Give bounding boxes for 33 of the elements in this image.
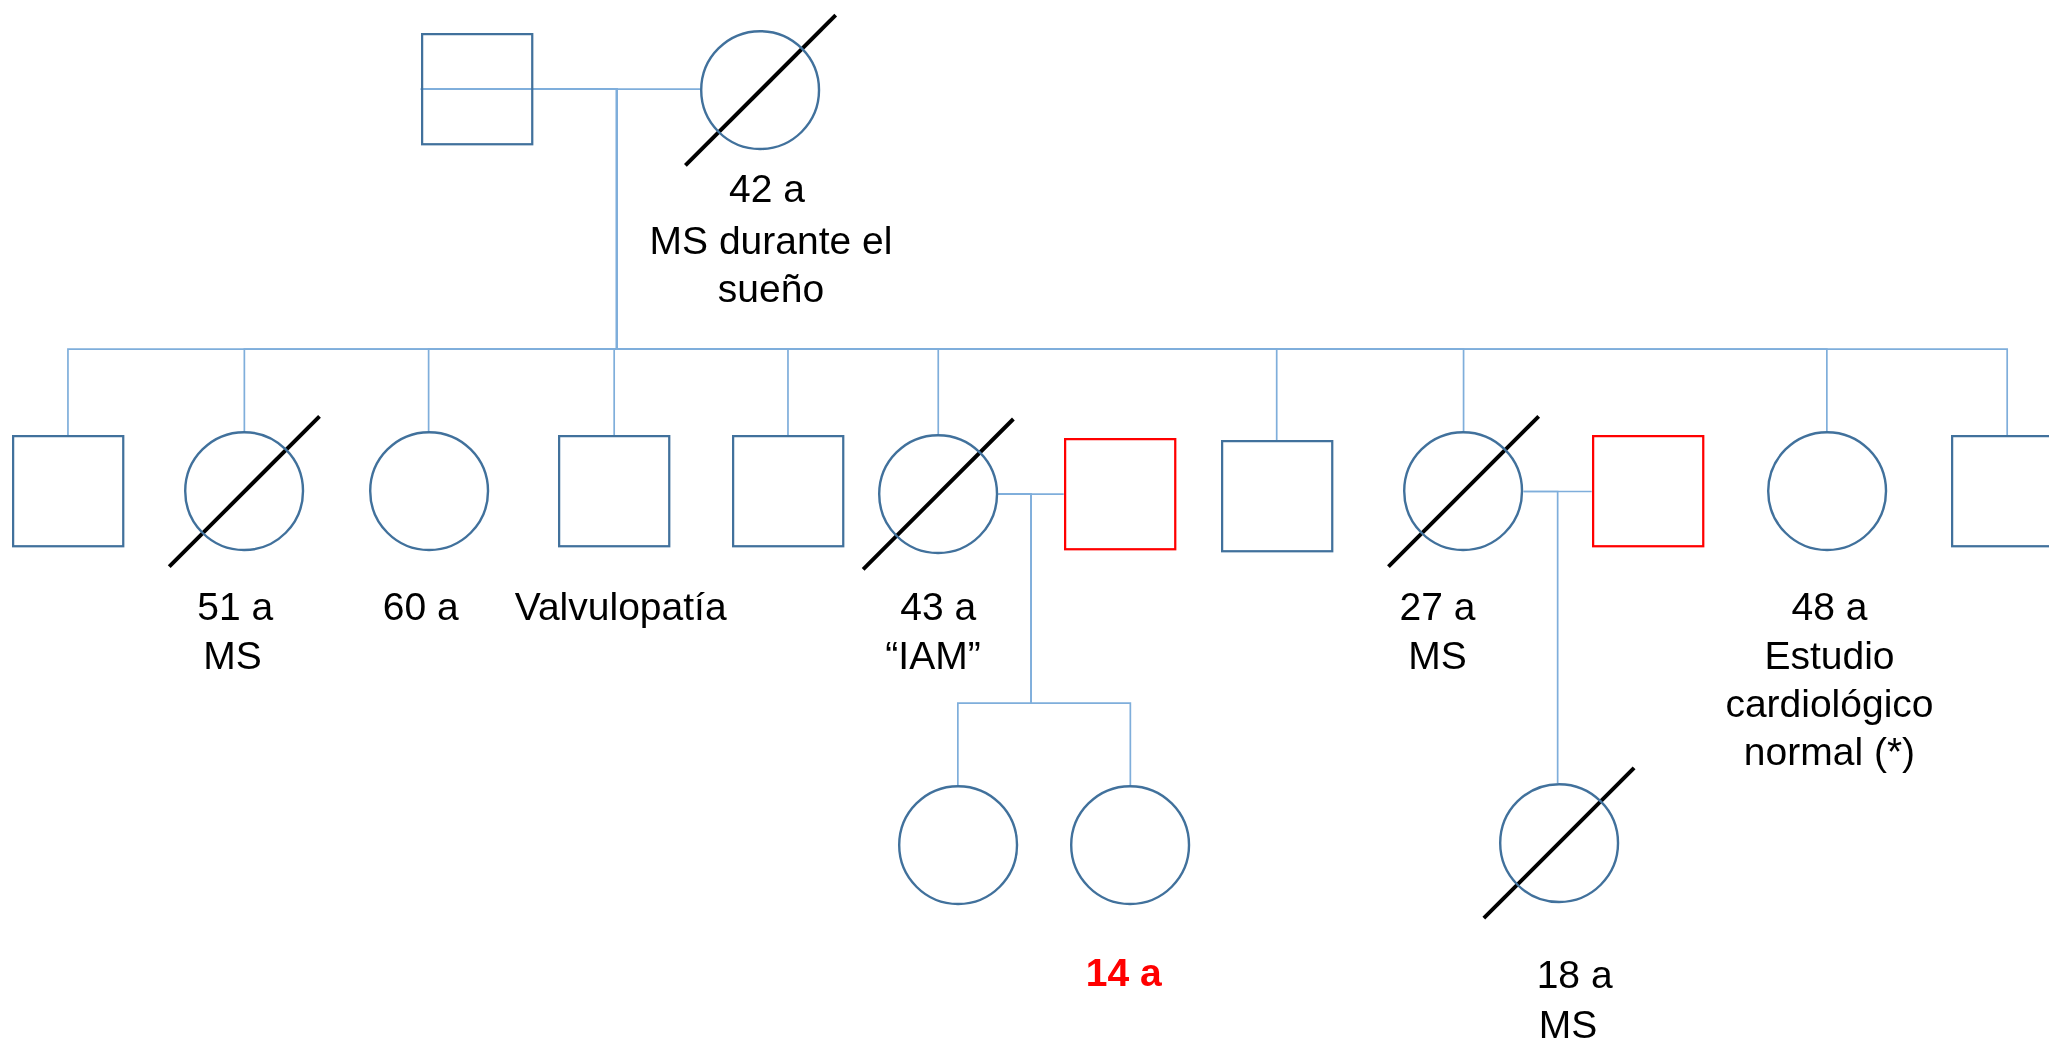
annotation-text: 42 a	[728, 165, 806, 212]
male-square	[558, 435, 671, 548]
annotation-text: MS durante el sueño	[648, 217, 894, 312]
female-circle	[897, 785, 1018, 906]
annotation-text: “IAM”	[884, 633, 982, 680]
female-circle	[1766, 431, 1887, 552]
female-circle	[1498, 782, 1620, 903]
annotation-text: MS	[1537, 1001, 1599, 1048]
annotation-text: 51 a	[196, 583, 275, 630]
male-square	[420, 32, 534, 146]
pedigree-line	[1522, 490, 1559, 784]
pedigree-line	[997, 493, 1132, 787]
annotation-text: 43 a	[899, 583, 978, 630]
female-circle	[1403, 431, 1524, 552]
annotation-text: Estudio cardiológico normal (*)	[1724, 633, 1935, 776]
annotation-text: 48 a	[1790, 583, 1869, 630]
female-circle	[878, 433, 999, 555]
male-square	[1063, 437, 1177, 551]
annotation-text: 14 a	[1084, 949, 1163, 996]
annotation-text: MS	[1407, 633, 1468, 680]
male-square	[1220, 440, 1333, 553]
annotation-text: 60 a	[381, 583, 460, 630]
female-circle	[700, 30, 821, 151]
male-square	[731, 435, 845, 548]
annotation-text: 27 a	[1398, 583, 1477, 630]
female-circle	[1070, 785, 1191, 906]
female-circle	[368, 431, 489, 552]
annotation-text: MS	[202, 633, 263, 680]
male-square	[11, 435, 125, 548]
male-square	[1591, 435, 1704, 548]
female-circle	[184, 431, 305, 552]
annotation-text: Valvulopatía	[513, 583, 728, 630]
annotation-text: 18 a	[1535, 952, 1614, 999]
